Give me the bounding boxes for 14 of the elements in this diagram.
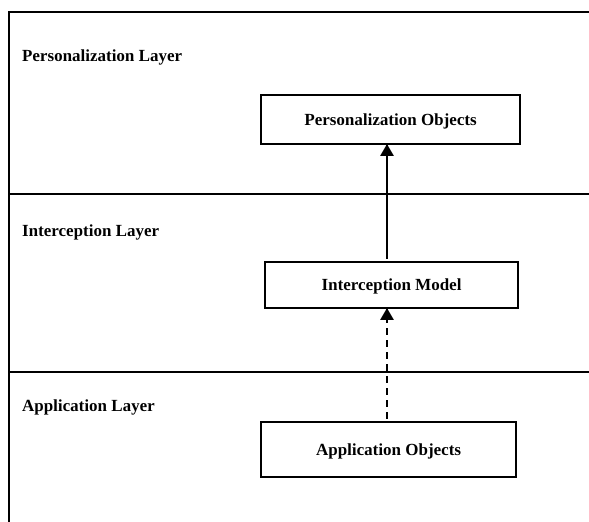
layer-band xyxy=(8,11,589,193)
layer-band xyxy=(8,371,589,522)
layer-heading: Interception Layer xyxy=(22,220,160,242)
arrow xyxy=(380,308,394,419)
object-box xyxy=(264,261,519,309)
box-label: Application Objects xyxy=(316,438,461,461)
arrow xyxy=(380,144,394,259)
layer-heading: Personalization Layer xyxy=(22,45,182,67)
layer-heading: Application Layer xyxy=(22,395,155,417)
object-box xyxy=(260,94,521,145)
box-label: Interception Model xyxy=(322,274,462,296)
object-box xyxy=(260,421,517,478)
box-label: Personalization Objects xyxy=(304,108,477,131)
layer-band xyxy=(8,193,589,371)
